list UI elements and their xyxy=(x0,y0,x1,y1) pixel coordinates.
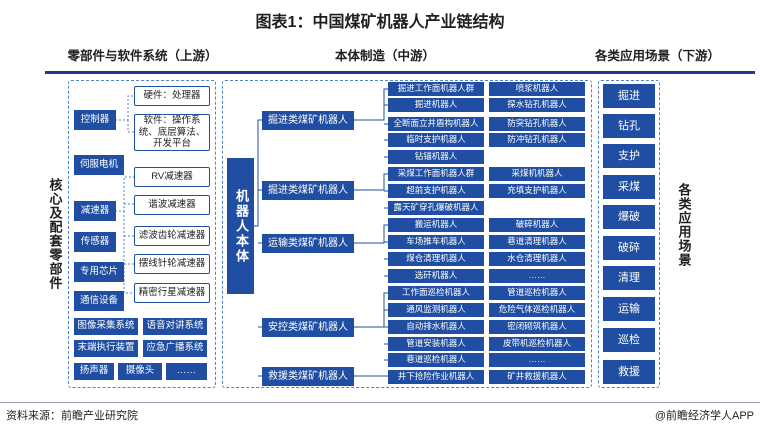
robot-item: 采煤机机器人 xyxy=(489,167,585,181)
scene-inspection: 巡检 xyxy=(603,328,655,352)
robot-item: 露天矿穿孔爆破机器人 xyxy=(388,201,484,215)
body-connector xyxy=(254,119,262,377)
footer-divider xyxy=(0,402,760,403)
section-upstream-header: 零部件与软件系统（上游） xyxy=(67,49,218,63)
grid-image-system: 图像采集系统 xyxy=(74,318,138,335)
reducer-harmonic: 谐波减速器 xyxy=(134,195,210,215)
upstream-side-label: 核心及配套零部件 xyxy=(47,178,63,290)
midstream-container xyxy=(222,80,592,388)
scene-support: 支护 xyxy=(603,144,655,168)
component-reducer: 减速器 xyxy=(74,201,116,221)
robot-item: 超前支护机器人 xyxy=(388,184,484,198)
component-sensor: 传感器 xyxy=(74,232,116,252)
robot-item: 钻锚机器人 xyxy=(388,150,484,164)
grid-camera: 摄像头 xyxy=(118,363,162,380)
cat3-connector xyxy=(354,224,388,277)
category-rescue: 救援类煤矿机器人 xyxy=(262,367,354,386)
robot-item: 掘进工作面机器人群 xyxy=(388,82,484,96)
cat1-connector xyxy=(354,88,388,158)
cat2-connector xyxy=(354,173,388,209)
robot-item: 全断面立井盾构机器人 xyxy=(388,117,484,131)
reducer-filter-gear: 滤波齿轮减速器 xyxy=(134,226,210,246)
component-controller: 控制器 xyxy=(74,110,116,130)
scene-cleaning: 清理 xyxy=(603,266,655,290)
robot-item: 矿井救援机器人 xyxy=(489,370,585,384)
robot-item: 工作面巡检机器人 xyxy=(388,286,484,300)
robot-item: 煤仓清理机器人 xyxy=(388,252,484,266)
robot-item: 掘进机器人 xyxy=(388,98,484,112)
scene-rescue: 救援 xyxy=(603,360,655,384)
reducer-planetary: 精密行星减速器 xyxy=(134,283,210,303)
grid-end-effector: 末端执行装置 xyxy=(74,340,138,357)
grid-speaker: 扬声器 xyxy=(74,363,114,380)
robot-item: 密闭砌筑机器人 xyxy=(489,320,585,334)
category-transport: 运输类煤矿机器人 xyxy=(262,234,354,253)
component-comm-device: 通信设备 xyxy=(74,291,124,311)
scene-transport: 运输 xyxy=(603,297,655,321)
robot-item: 选矸机器人 xyxy=(388,269,484,283)
robot-item: 自动排水机器人 xyxy=(388,320,484,334)
robot-item: …… xyxy=(489,353,585,367)
cat4-connector xyxy=(354,292,388,361)
robot-item: 搬运机器人 xyxy=(388,218,484,232)
robot-item: 管道安装机器人 xyxy=(388,337,484,351)
downstream-container xyxy=(598,80,660,388)
scene-coal-mining: 采煤 xyxy=(603,175,655,199)
robot-item: 充填支护机器人 xyxy=(489,184,585,198)
robot-item: 管道巡检机器人 xyxy=(489,286,585,300)
scene-drilling: 钻孔 xyxy=(603,114,655,138)
section-midstream-header: 本体制造（中游） xyxy=(334,49,435,63)
source-note: 资料来源：前瞻产业研究院 xyxy=(6,410,138,422)
grid-more: …… xyxy=(166,363,207,380)
component-chip: 专用芯片 xyxy=(74,262,124,282)
scene-blasting: 爆破 xyxy=(603,205,655,229)
robot-body-label: 机器人本体 xyxy=(227,158,254,294)
robot-item: 车场推车机器人 xyxy=(388,235,484,249)
robot-item: 防冲钻孔机器人 xyxy=(489,133,585,147)
robot-item: 巷道清理机器人 xyxy=(489,235,585,249)
controller-hardware-box: 硬件：处理器 xyxy=(134,86,210,106)
reducer-connector xyxy=(115,176,134,294)
scene-crushing: 破碎 xyxy=(603,236,655,260)
downstream-side-label: 各类应用场景 xyxy=(676,183,692,267)
scene-excavation: 掘进 xyxy=(603,84,655,108)
controller-software-box: 软件：操作系统、底层算法、开发平台 xyxy=(134,114,210,151)
figure-title: 图表1：中国煤矿机器人产业链结构 xyxy=(255,14,505,31)
grid-voice-system: 语音对讲系统 xyxy=(143,318,207,335)
robot-item: 临时支护机器人 xyxy=(388,133,484,147)
component-servo-motor: 伺服电机 xyxy=(74,155,124,175)
robot-item: 探水钻孔机器人 xyxy=(489,98,585,112)
grid-emergency-broadcast: 应急广播系统 xyxy=(143,340,207,357)
credit-note: @前瞻经济学人APP xyxy=(654,410,754,422)
robot-item: …… xyxy=(489,269,585,283)
robot-item: 井下抢险作业机器人 xyxy=(388,370,484,384)
category-excavation-1: 掘进类煤矿机器人 xyxy=(262,111,354,130)
upstream-container xyxy=(68,80,216,388)
robot-item: 皮带机巡检机器人 xyxy=(489,337,585,351)
section-downstream-header: 各类应用场景（下游） xyxy=(594,49,720,63)
controller-connector xyxy=(115,95,134,133)
header-divider-bar xyxy=(45,71,755,74)
robot-item: 喷浆机器人 xyxy=(489,82,585,96)
category-safety-control: 安控类煤矿机器人 xyxy=(262,318,354,337)
robot-item: 通风监测机器人 xyxy=(388,303,484,317)
robot-item: 破碎机器人 xyxy=(489,218,585,232)
robot-item: 防突钻孔机器人 xyxy=(489,117,585,131)
reducer-rv: RV减速器 xyxy=(134,167,210,187)
robot-item: 采煤工作面机器人群 xyxy=(388,167,484,181)
robot-item: 水仓清理机器人 xyxy=(489,252,585,266)
robot-item: 危险气体巡检机器人 xyxy=(489,303,585,317)
robot-item: 巷道巡检机器人 xyxy=(388,353,484,367)
reducer-cycloid: 摆线针轮减速器 xyxy=(134,254,210,274)
category-excavation-2: 掘进类煤矿机器人 xyxy=(262,181,354,200)
